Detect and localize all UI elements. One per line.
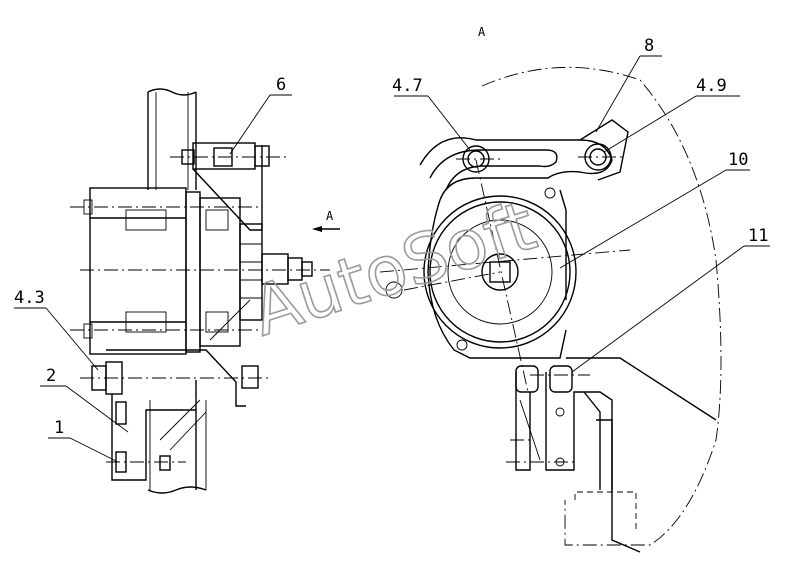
callout-6: 6 [229, 75, 292, 155]
svg-text:10: 10 [728, 150, 748, 170]
svg-text:11: 11 [748, 226, 768, 246]
watermark: AutoSoft [243, 187, 545, 352]
callout-4-7: 4.7 [392, 76, 471, 151]
lower-mount [506, 357, 717, 553]
lower-bracket [80, 299, 270, 481]
alternator-body [70, 187, 330, 355]
callout-11: 11 [571, 226, 770, 373]
upper-bracket [170, 142, 290, 231]
view-a-label: A [478, 25, 486, 39]
svg-text:6: 6 [276, 75, 286, 95]
svg-text:1: 1 [54, 418, 64, 438]
svg-text:8: 8 [644, 36, 654, 56]
callout-10: 10 [559, 150, 750, 269]
callout-4-3: 4.3 [14, 288, 99, 371]
frame-member [147, 88, 207, 494]
svg-text:4.7: 4.7 [392, 76, 423, 96]
svg-text:4.9: 4.9 [696, 76, 727, 96]
callout-2: 2 [40, 366, 129, 433]
adjusting-strap [419, 119, 629, 201]
alternator-front [379, 159, 631, 393]
svg-text:2: 2 [46, 366, 56, 386]
view-arrow-label: A [326, 209, 334, 223]
side-view: A 6 4.3 2 1 [14, 75, 340, 494]
callout-4-9: 4.9 [603, 76, 740, 153]
bolt-4-9 [578, 143, 622, 171]
view-a: A [379, 25, 770, 553]
housing-outline [481, 66, 722, 546]
callout-8: 8 [595, 36, 662, 133]
svg-text:4.3: 4.3 [14, 288, 45, 308]
view-arrow: A [312, 209, 340, 232]
callout-1: 1 [48, 418, 119, 463]
bolt-4-7 [456, 145, 500, 173]
